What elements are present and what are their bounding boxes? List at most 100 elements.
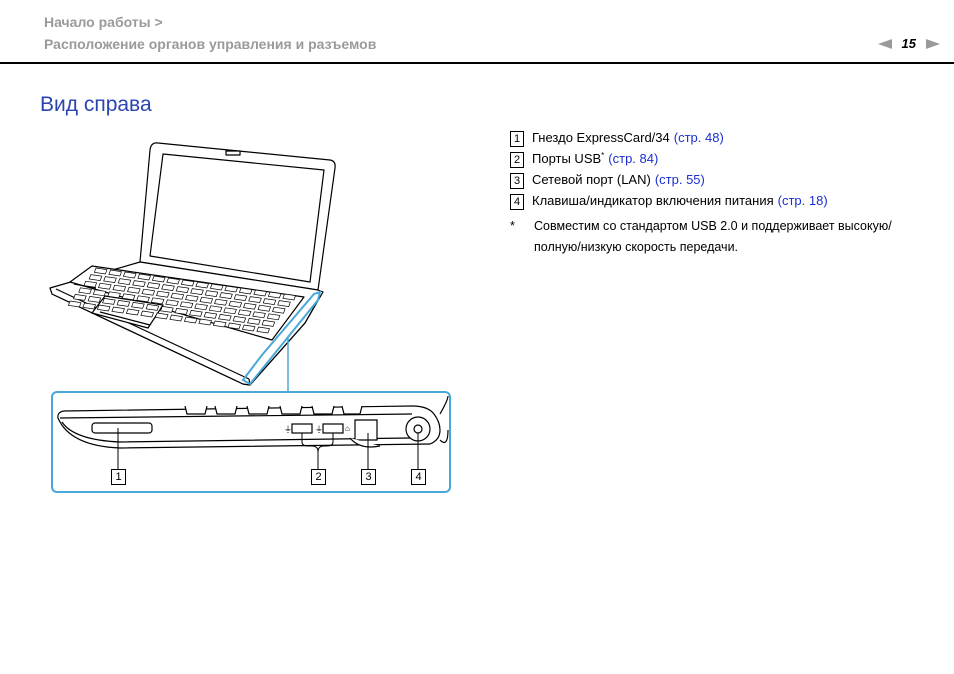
keyboard-key xyxy=(241,324,256,332)
keyboard-key xyxy=(174,308,189,315)
keyboard-key xyxy=(122,271,137,279)
item-text: Клавиша/индикатор включения питания xyxy=(532,193,774,208)
keyboard-key xyxy=(282,293,296,301)
page-link[interactable]: (стр. 48) xyxy=(673,130,724,145)
keyboard-key xyxy=(160,306,174,313)
keyboard-key xyxy=(218,314,232,321)
keyboard-key xyxy=(267,291,282,299)
keyboard-key xyxy=(151,275,166,283)
keyboard-key xyxy=(256,326,270,334)
page-link[interactable]: (стр. 84) xyxy=(608,151,659,166)
keyboard-key xyxy=(227,322,241,330)
keyboard-key xyxy=(266,313,281,321)
keyboard-key xyxy=(232,316,247,323)
keyboard-key xyxy=(67,300,82,308)
keyboard-key xyxy=(219,292,233,299)
breadcrumb-subsection[interactable]: Расположение органов управления и разъем… xyxy=(44,36,377,52)
usb-symbol-icon: ⏚ xyxy=(315,425,323,434)
keyboard-key xyxy=(136,295,150,303)
usb-symbol-icon: ⏚ xyxy=(284,425,292,434)
keyboard-key xyxy=(93,267,108,275)
keyboard-key xyxy=(132,280,146,287)
footnote: * Совместим со стандартом USB 2.0 и подд… xyxy=(510,216,920,258)
item-text: Порты USB xyxy=(532,151,602,166)
keyboard-key xyxy=(185,294,199,302)
keyboard-key xyxy=(96,304,111,312)
previous-page-arrow-icon[interactable] xyxy=(877,38,892,49)
keyboard-key xyxy=(180,279,195,287)
keyboard-key xyxy=(189,310,203,317)
keyboard-key xyxy=(137,273,151,281)
keyboard-key xyxy=(257,304,272,312)
keyboard-key xyxy=(195,281,209,289)
keyboard-key xyxy=(82,302,96,310)
callout-number-4: 4 xyxy=(411,469,426,485)
keyboard-key xyxy=(224,285,238,293)
right-side-highlight xyxy=(241,290,322,386)
keyboard-key xyxy=(228,300,243,308)
keyboard-key xyxy=(112,284,127,292)
item-number: 3 xyxy=(510,173,524,189)
keyboard-key xyxy=(169,314,183,322)
next-page-arrow-icon[interactable] xyxy=(926,38,940,49)
item-text: Гнездо ExpressCard/34 xyxy=(532,130,670,145)
keyboard-key xyxy=(156,290,170,298)
keyboard-key xyxy=(208,305,223,313)
keyboard-key xyxy=(166,277,180,285)
keyboard-key xyxy=(203,312,218,319)
keyboard-key xyxy=(175,286,190,293)
keyboard-key xyxy=(261,320,276,327)
keyboard-key xyxy=(102,298,116,305)
keyboard-key xyxy=(247,318,261,325)
keyboard-key xyxy=(78,287,92,295)
page-number: 15 xyxy=(901,36,916,51)
keyboard-key xyxy=(204,290,219,297)
page-link[interactable]: (стр. 55) xyxy=(654,172,705,187)
keyboard-key xyxy=(98,282,112,290)
keyboard-key xyxy=(199,296,214,304)
header-divider xyxy=(0,62,954,64)
keyboard-key xyxy=(165,299,179,307)
lan-symbol-icon: ⌂ xyxy=(345,424,350,433)
keyboard-key xyxy=(170,292,185,300)
keyboard-key xyxy=(194,303,208,311)
breadcrumb-section[interactable]: Начало работы > xyxy=(44,14,163,30)
page-header: Начало работы > Расположение органов упр… xyxy=(0,0,954,64)
keyboard-key xyxy=(121,293,136,301)
keyboard-key xyxy=(223,307,237,315)
laptop-drawing xyxy=(49,142,336,386)
keyboard-key xyxy=(116,300,131,307)
footnote-text: Совместим со стандартом USB 2.0 и поддер… xyxy=(534,216,892,258)
keyboard-key xyxy=(248,296,262,303)
page-link[interactable]: (стр. 18) xyxy=(777,193,828,208)
footnote-marker: * xyxy=(601,151,605,160)
keyboard-key xyxy=(127,286,141,294)
callout-leader-lines xyxy=(117,428,419,469)
footnote-line: Совместим со стандартом USB 2.0 и поддер… xyxy=(534,219,892,233)
keyboard-key xyxy=(87,296,102,303)
keyboard-key xyxy=(73,294,87,301)
keyboard-key xyxy=(190,288,204,295)
keyboard-key xyxy=(161,284,175,291)
keyboard-key xyxy=(141,288,156,296)
keyboard-key xyxy=(237,309,252,317)
keyboard-key xyxy=(238,287,253,295)
side-view-callout-frame xyxy=(51,391,451,493)
keyboard-key xyxy=(262,298,277,305)
item-number: 2 xyxy=(510,152,524,168)
keyboard-key xyxy=(103,276,117,283)
side-profile-drawing xyxy=(57,395,449,449)
keyboard-key xyxy=(131,302,145,309)
keyboard-key xyxy=(277,300,291,307)
keyboard-key xyxy=(125,308,140,316)
page-title: Вид справа xyxy=(40,93,152,116)
keyboard-key xyxy=(179,301,194,309)
item-number: 1 xyxy=(510,131,524,147)
keyboard-key xyxy=(253,289,267,297)
item-text: Сетевой порт (LAN) xyxy=(532,172,651,187)
list-item: 4 Клавиша/индикатор включения питания (с… xyxy=(510,193,920,214)
keyboard-key xyxy=(183,316,198,324)
keyboard-key xyxy=(111,306,125,314)
keyboard-key xyxy=(243,302,257,310)
port-symbols: ⏚ ⏚ ⌂ xyxy=(284,424,350,434)
